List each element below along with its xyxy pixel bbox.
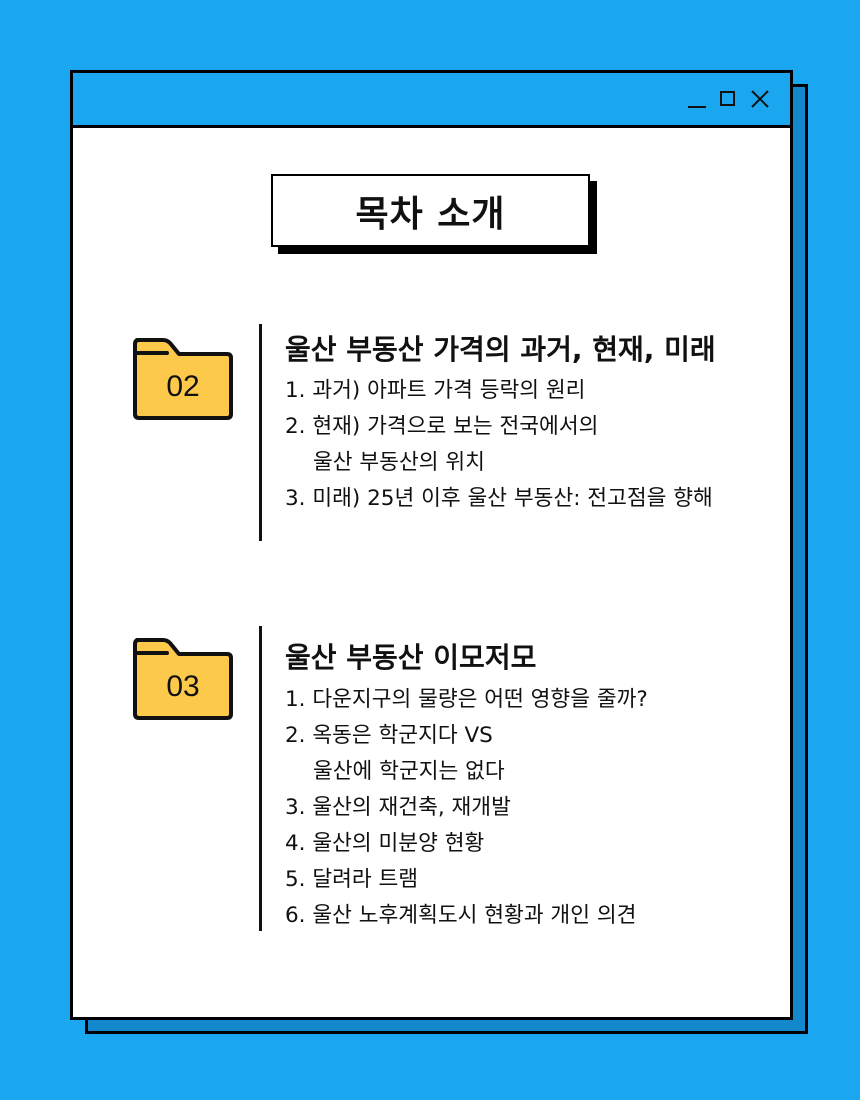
divider-line — [259, 324, 262, 541]
list-item-text: 3. 울산의 재건축, 재개발 — [285, 795, 511, 820]
list-item: 2. 현재) 가격으로 보는 전국에서의 울산 부동산의 위치 — [285, 409, 713, 481]
minimize-icon[interactable] — [686, 89, 706, 109]
list-item-text: 1. 다운지구의 물량은 어떤 영향을 줄까? — [285, 687, 648, 712]
section-items: 1. 과거) 아파트 가격 등락의 원리 2. 현재) 가격으로 보는 전국에서… — [285, 373, 713, 517]
list-item: 1. 다운지구의 물량은 어떤 영향을 줄까? — [285, 682, 648, 718]
window: 목차 소개 02 울산 부동산 가격의 과거, 현재, 미래 1. 과거) 아파… — [70, 70, 793, 1020]
list-item-text: 3. 미래) 25년 이후 울산 부동산: 전고점을 향해 — [285, 486, 713, 511]
maximize-icon[interactable] — [718, 89, 738, 109]
window-controls — [686, 87, 770, 111]
section-title: 울산 부동산 이모저모 — [285, 641, 537, 674]
section-number: 03 — [166, 670, 200, 703]
list-item-text: 2. 옥동은 학군지다 VS — [285, 723, 493, 748]
list-item: 1. 과거) 아파트 가격 등락의 원리 — [285, 373, 713, 409]
title-frame: 목차 소개 — [271, 174, 590, 247]
list-item-text: 1. 과거) 아파트 가격 등락의 원리 — [285, 378, 586, 403]
list-item-text: 6. 울산 노후계획도시 현황과 개인 의견 — [285, 903, 637, 928]
close-icon[interactable] — [750, 89, 770, 109]
folder-icon: 03 — [131, 636, 235, 720]
list-item: 3. 울산의 재건축, 재개발 — [285, 790, 648, 826]
list-item-continuation: 울산 부동산의 위치 — [313, 450, 485, 475]
divider-line — [259, 626, 262, 931]
section-number: 02 — [166, 370, 200, 403]
list-item-continuation: 울산에 학군지는 없다 — [313, 759, 505, 784]
folder-icon: 02 — [131, 336, 235, 420]
list-item-text: 2. 현재) 가격으로 보는 전국에서의 — [285, 414, 599, 439]
page-title-box: 목차 소개 — [271, 174, 597, 254]
page-title: 목차 소개 — [355, 193, 506, 235]
list-item: 3. 미래) 25년 이후 울산 부동산: 전고점을 향해 — [285, 481, 713, 517]
section-items: 1. 다운지구의 물량은 어떤 영향을 줄까? 2. 옥동은 학군지다 VS 울… — [285, 682, 648, 934]
section-title: 울산 부동산 가격의 과거, 현재, 미래 — [285, 333, 716, 366]
list-item: 2. 옥동은 학군지다 VS 울산에 학군지는 없다 — [285, 718, 648, 790]
list-item: 6. 울산 노후계획도시 현황과 개인 의견 — [285, 898, 648, 934]
list-item-text: 5. 달려라 트램 — [285, 867, 419, 892]
list-item: 4. 울산의 미분양 현황 — [285, 826, 648, 862]
list-item: 5. 달려라 트램 — [285, 862, 648, 898]
window-titlebar[interactable] — [73, 73, 790, 128]
list-item-text: 4. 울산의 미분양 현황 — [285, 831, 485, 856]
